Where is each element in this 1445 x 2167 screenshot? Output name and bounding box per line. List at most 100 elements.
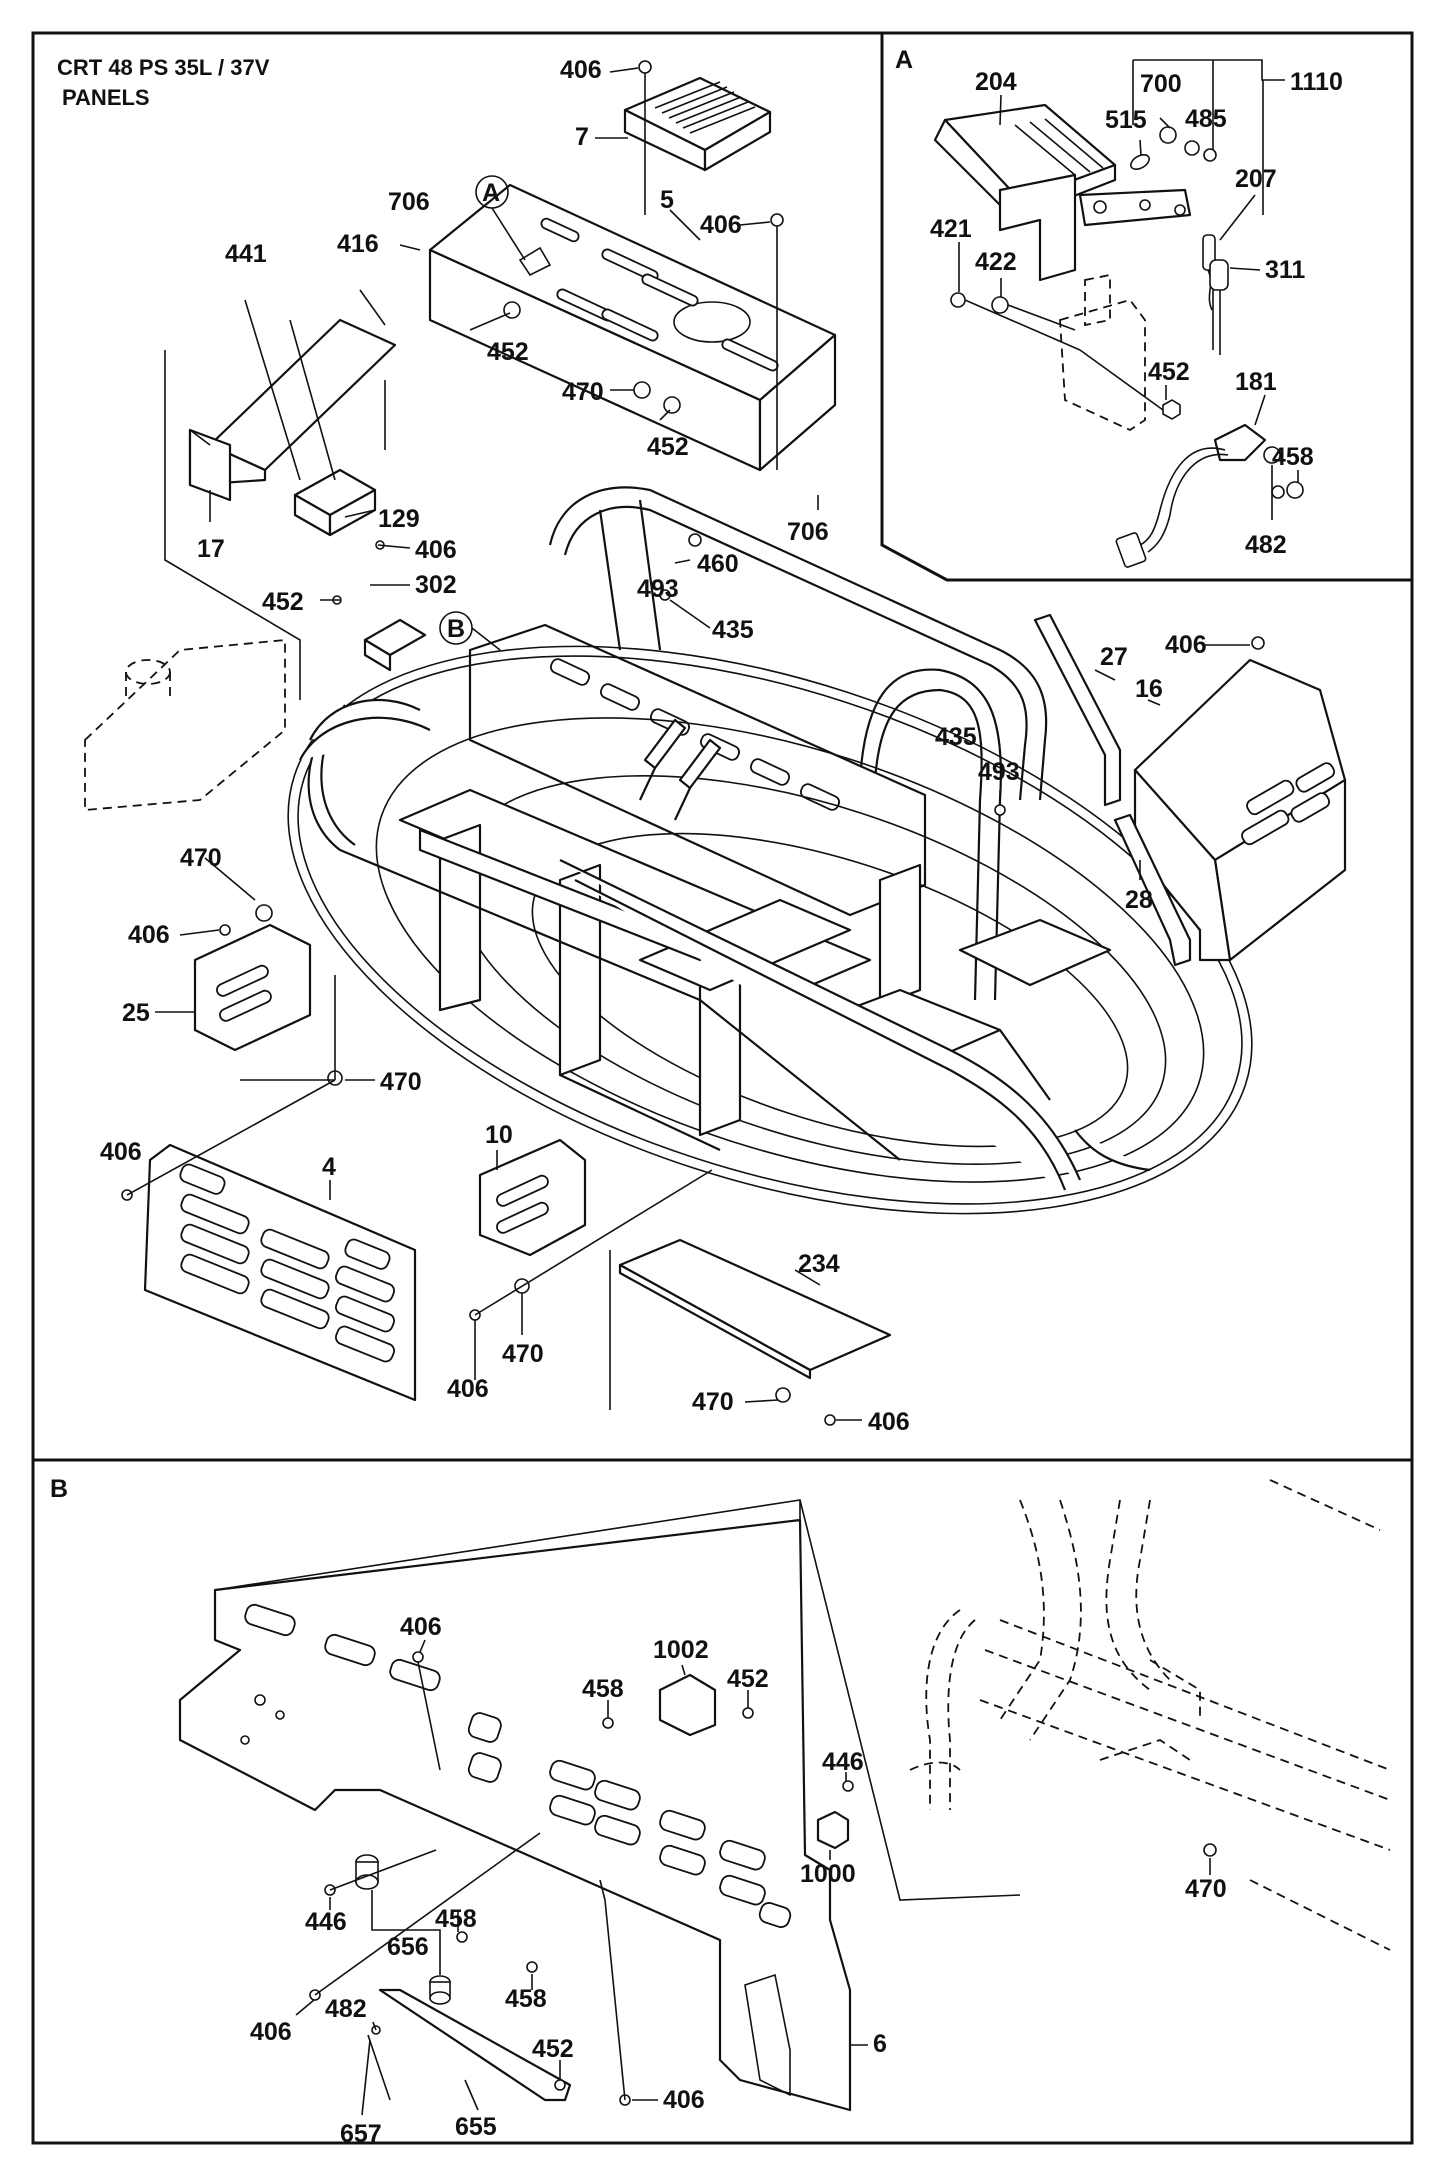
section-b-label: B [50, 1475, 68, 1503]
label-515: 515 [1105, 106, 1147, 134]
vent-cover-7 [623, 76, 772, 172]
label-406: 406 [700, 211, 742, 239]
label-10: 10 [485, 1121, 513, 1149]
diagram-title: CRT 48 PS 35L / 37V [57, 55, 270, 80]
label-406: 406 [128, 921, 170, 949]
label-406: 406 [663, 2086, 705, 2114]
label-181: 181 [1235, 368, 1277, 396]
label-493: 493 [978, 758, 1020, 786]
switch-302 [363, 618, 427, 672]
label-1000: 1000 [800, 1860, 856, 1888]
side-panel-16 [1133, 658, 1347, 962]
label-655: 655 [455, 2113, 497, 2141]
diagram-frames [31, 31, 1414, 2145]
label-458: 458 [1272, 443, 1314, 471]
label-485: 485 [1185, 105, 1227, 133]
front-guard-bars [299, 698, 1082, 1191]
label-406: 406 [1165, 631, 1207, 659]
callout-b-label: B [447, 615, 465, 643]
label-470: 470 [562, 378, 604, 406]
label-207: 207 [1235, 165, 1277, 193]
label-452: 452 [647, 433, 689, 461]
label-458: 458 [582, 1675, 624, 1703]
front-panel-4 [143, 1143, 417, 1402]
section-a-labels: 204 700 1110 485 515 207 421 422 311 452… [930, 68, 1343, 559]
top-panel-5 [428, 183, 837, 472]
main-assembly: A B [84, 60, 1347, 1426]
main-part-labels: 406 7 706 5 406 441 416 452 470 452 17 1… [100, 56, 1207, 1436]
bar-27 [1033, 613, 1122, 807]
label-452: 452 [532, 2035, 574, 2063]
callout-a-label: A [482, 179, 500, 207]
label-406: 406 [868, 1408, 910, 1436]
label-657: 657 [340, 2120, 382, 2148]
label-16: 16 [1135, 675, 1163, 703]
label-25: 25 [122, 999, 150, 1027]
label-234: 234 [798, 1250, 840, 1278]
label-5: 5 [660, 186, 674, 214]
label-406: 406 [560, 56, 602, 84]
label-406: 406 [415, 536, 457, 564]
plate-234 [618, 1238, 892, 1380]
fuel-tank-outline [84, 639, 286, 811]
label-452: 452 [727, 1665, 769, 1693]
label-470: 470 [1185, 1875, 1227, 1903]
label-406: 406 [447, 1375, 489, 1403]
label-406: 406 [400, 1613, 442, 1641]
label-470: 470 [692, 1388, 734, 1416]
label-406: 406 [100, 1138, 142, 1166]
label-656: 656 [387, 1933, 429, 1961]
label-406: 406 [250, 2018, 292, 2046]
section-b-detail [178, 1479, 1391, 2116]
chassis-frame [339, 788, 1112, 1161]
label-470: 470 [502, 1340, 544, 1368]
label-446: 446 [822, 1748, 864, 1776]
label-452: 452 [1148, 358, 1190, 386]
label-441: 441 [225, 240, 267, 268]
label-470: 470 [180, 844, 222, 872]
label-1110: 1110 [1290, 68, 1343, 96]
label-4: 4 [322, 1153, 336, 1181]
label-446: 446 [305, 1908, 347, 1936]
label-422: 422 [975, 248, 1017, 276]
label-204: 204 [975, 68, 1017, 96]
label-452: 452 [262, 588, 304, 616]
hardware [121, 60, 1265, 1426]
label-470: 470 [380, 1068, 422, 1096]
bracket-10 [478, 1138, 587, 1257]
label-493: 493 [637, 575, 679, 603]
label-435: 435 [712, 616, 754, 644]
label-482: 482 [325, 1995, 367, 2023]
label-129: 129 [378, 505, 420, 533]
label-482: 482 [1245, 531, 1287, 559]
connector-129 [293, 468, 377, 537]
bracket-17 [188, 318, 397, 502]
label-416: 416 [337, 230, 379, 258]
label-458: 458 [505, 1985, 547, 2013]
label-302: 302 [415, 571, 457, 599]
label-435: 435 [935, 723, 977, 751]
section-a-label: A [895, 46, 913, 74]
label-6: 6 [873, 2030, 887, 2058]
label-27: 27 [1100, 643, 1128, 671]
frame-reference-dashed [909, 1479, 1391, 1951]
label-700: 700 [1140, 70, 1182, 98]
label-460: 460 [697, 550, 739, 578]
bar-28 [1113, 813, 1192, 967]
label-421: 421 [930, 215, 972, 243]
section-a-detail [933, 59, 1304, 568]
label-1002: 1002 [653, 1636, 709, 1664]
label-28: 28 [1125, 886, 1153, 914]
label-17: 17 [197, 535, 225, 563]
diagram-subtitle: PANELS [62, 85, 150, 110]
main-leader-lines [155, 67, 1250, 1421]
label-458: 458 [435, 1905, 477, 1933]
control-levers [639, 718, 722, 821]
label-706: 706 [388, 188, 430, 216]
label-452: 452 [487, 338, 529, 366]
label-706: 706 [787, 518, 829, 546]
label-311: 311 [1265, 256, 1305, 284]
section-b-labels: 406 1002 452 458 446 1000 470 446 656 45… [250, 1613, 1227, 2148]
bracket-25 [193, 923, 312, 1052]
